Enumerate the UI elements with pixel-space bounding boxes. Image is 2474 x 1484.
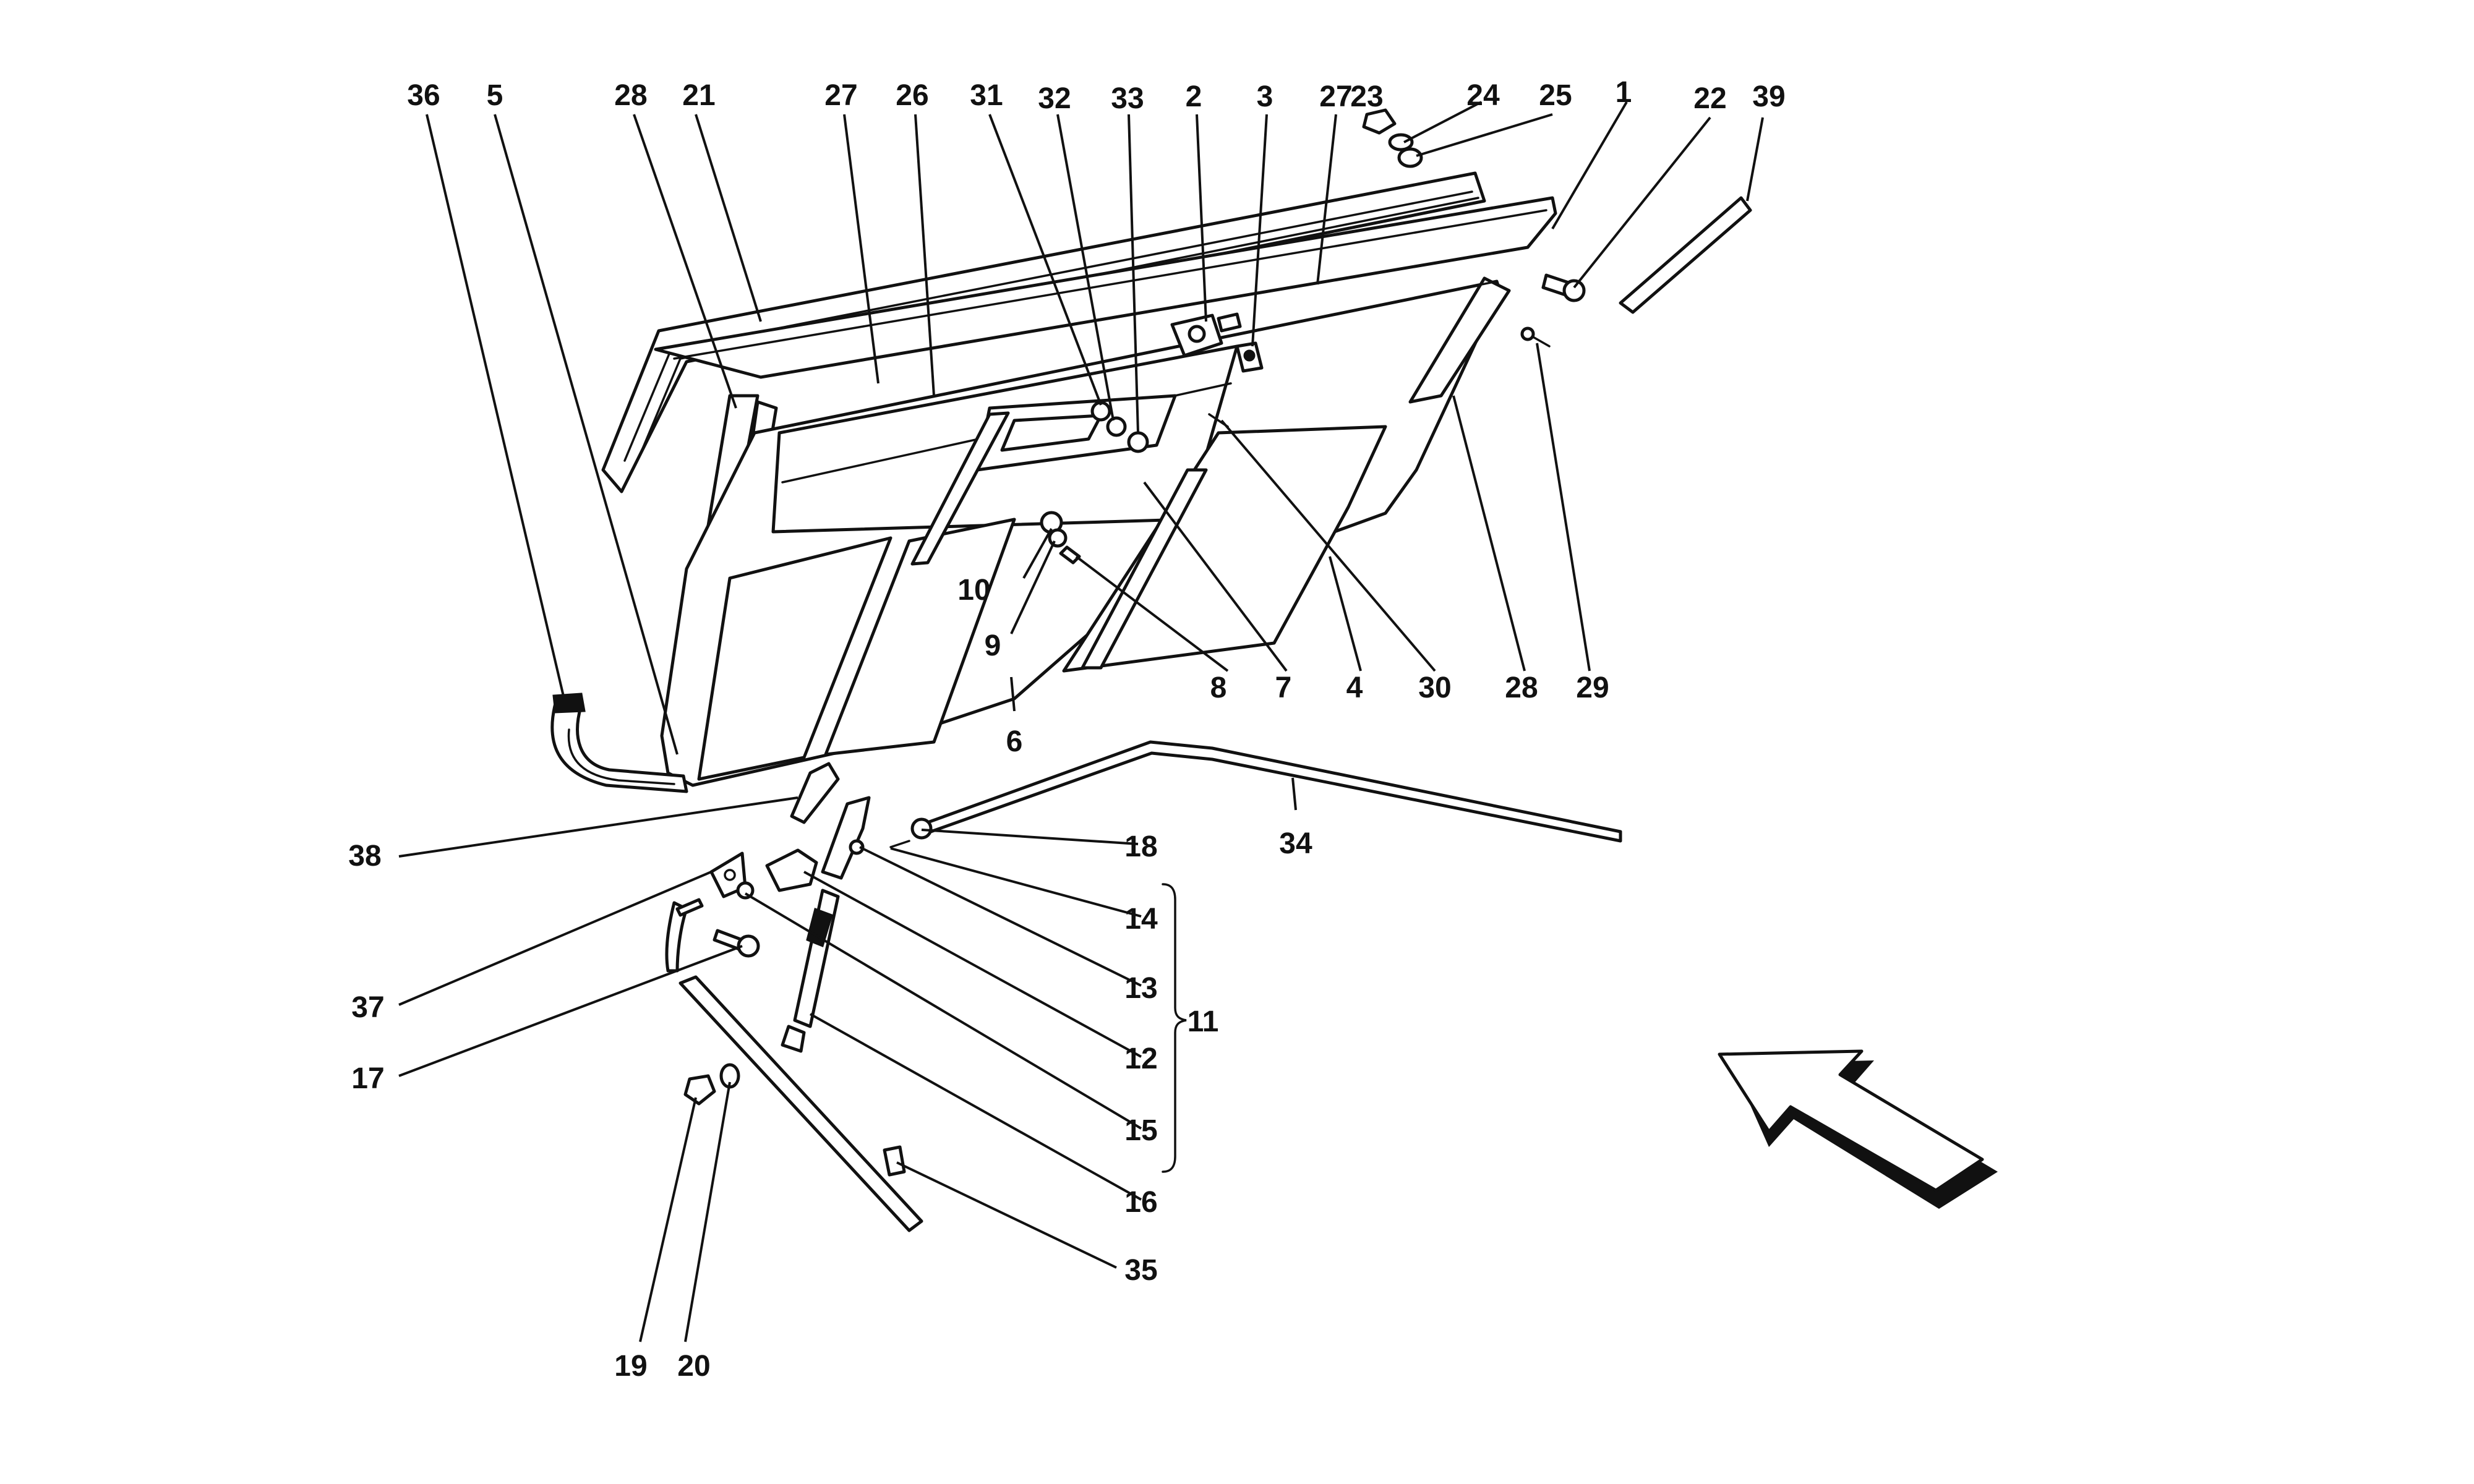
- lever-13: [821, 796, 871, 880]
- screw-8: [1059, 545, 1081, 565]
- callout-c31: 31: [970, 79, 1003, 112]
- trim-strip-39: [1619, 196, 1752, 314]
- callout-c22: 22: [1693, 82, 1726, 115]
- nut-19: [683, 1074, 716, 1106]
- leader-lines: [398, 101, 1764, 1342]
- lower-curved-seal: [550, 697, 688, 793]
- callout-c39: 39: [1752, 80, 1785, 113]
- callout-c27b: 27: [1319, 80, 1352, 113]
- callout-c27a: 27: [824, 79, 857, 112]
- lid-panel: [660, 276, 1511, 787]
- nut-18: [910, 817, 933, 840]
- callout-c13: 13: [1124, 972, 1157, 1005]
- washer-25: [1397, 147, 1423, 168]
- callout-c20: 20: [677, 1350, 710, 1383]
- prop-rod-34: [926, 740, 1622, 843]
- group-bracket-11: [1162, 883, 1187, 1173]
- callout-c7: 7: [1275, 672, 1292, 704]
- parts-drawing: [550, 108, 1998, 1232]
- callout-c6: 6: [1006, 725, 1023, 758]
- callout-c11: 11: [1188, 1005, 1219, 1038]
- view-direction-arrow: [1718, 1049, 1998, 1209]
- rod-35: [678, 975, 923, 1232]
- callout-c35: 35: [1124, 1254, 1157, 1287]
- callout-c24: 24: [1466, 79, 1500, 112]
- callout-c37: 37: [351, 991, 384, 1024]
- callout-c34: 34: [1279, 827, 1312, 860]
- nut-33: [1127, 431, 1149, 453]
- callout-c12: 12: [1124, 1043, 1157, 1075]
- bumper-35: [883, 1145, 906, 1177]
- callout-c25: 25: [1539, 79, 1572, 112]
- callout-c28a: 28: [614, 79, 647, 112]
- callout-c32: 32: [1038, 82, 1071, 115]
- callout-c2: 2: [1186, 80, 1202, 113]
- nut-23: [1362, 108, 1397, 135]
- callout-c18: 18: [1124, 830, 1157, 863]
- callout-c33: 33: [1111, 82, 1144, 115]
- callout-c9: 9: [985, 629, 1001, 662]
- callout-c14: 14: [1124, 903, 1158, 936]
- washer-31: [1090, 401, 1111, 422]
- pin-14: [889, 840, 910, 848]
- bracket-38: [790, 762, 840, 824]
- washer-24: [1388, 133, 1414, 151]
- hinge-plate-12: [765, 848, 818, 892]
- callout-c3: 3: [1257, 80, 1273, 113]
- upper-frame-rail: [601, 171, 1557, 493]
- callout-c38: 38: [348, 840, 381, 872]
- callout-c15: 15: [1124, 1114, 1157, 1147]
- seal-end-cap: [552, 693, 586, 714]
- callout-c17: 17: [351, 1062, 384, 1095]
- callout-c21: 21: [682, 79, 715, 112]
- washer-15: [736, 881, 755, 900]
- callout-c29: 29: [1576, 672, 1609, 704]
- callout-c1: 1: [1616, 76, 1632, 109]
- callout-c30: 30: [1418, 672, 1451, 704]
- washer-32: [1106, 416, 1127, 437]
- callout-c10: 10: [957, 574, 990, 607]
- hinge-bracket: [1170, 312, 1264, 373]
- callout-c16: 16: [1124, 1186, 1157, 1219]
- callout-c5: 5: [487, 79, 503, 112]
- callout-c4: 4: [1346, 672, 1363, 704]
- callout-c28b: 28: [1505, 672, 1538, 704]
- callout-c26: 26: [896, 79, 928, 112]
- callout-c8: 8: [1210, 672, 1227, 704]
- callout-c19: 19: [614, 1350, 647, 1383]
- callout-c23: 23: [1350, 80, 1383, 113]
- callout-c36: 36: [407, 79, 440, 112]
